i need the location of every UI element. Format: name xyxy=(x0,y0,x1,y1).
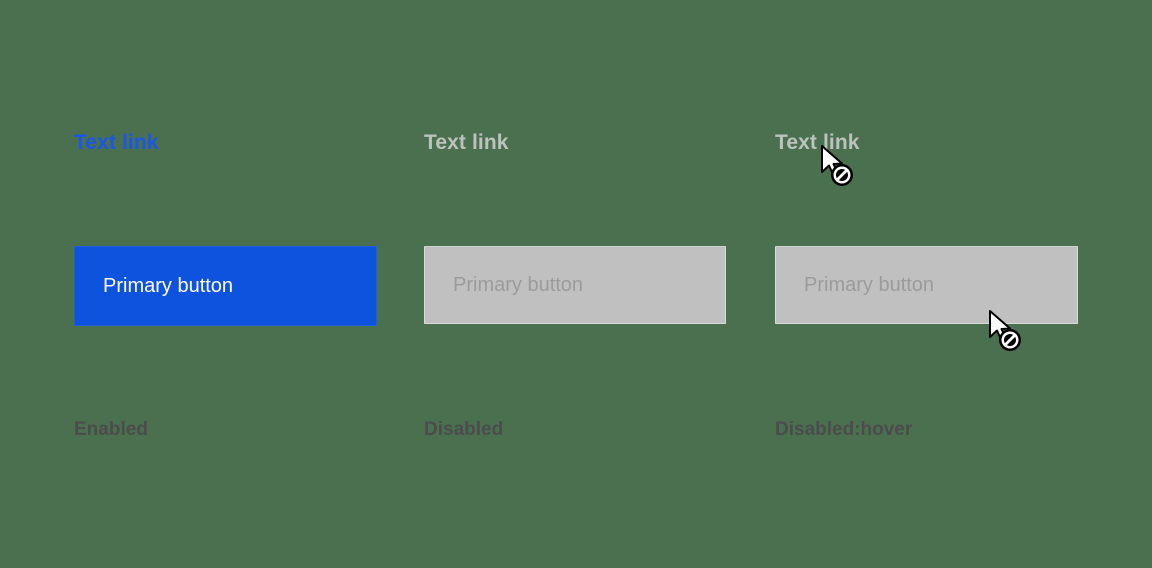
state-caption-disabled-hover: Disabled:hover xyxy=(775,419,913,440)
primary-button-disabled-hover-label: Primary button xyxy=(804,274,935,296)
text-link-enabled[interactable]: Text link xyxy=(74,131,159,154)
state-caption-disabled: Disabled xyxy=(424,419,504,440)
state-caption-enabled: Enabled xyxy=(74,419,148,440)
text-link-disabled[interactable]: Text link xyxy=(424,131,509,154)
text-link-disabled-hover[interactable]: Text link xyxy=(775,131,860,154)
primary-button-disabled[interactable]: Primary button xyxy=(424,246,726,324)
state-column-enabled: Text link Primary button Enabled xyxy=(74,0,377,568)
state-column-disabled-hover: Text link Primary button Disabled:hover xyxy=(775,0,1078,568)
primary-button-disabled-hover[interactable]: Primary button xyxy=(775,246,1078,324)
primary-button-disabled-label: Primary button xyxy=(453,274,584,296)
primary-button-enabled[interactable]: Primary button xyxy=(74,246,377,326)
primary-button-enabled-label: Primary button xyxy=(103,275,234,297)
state-column-disabled: Text link Primary button Disabled xyxy=(424,0,726,568)
